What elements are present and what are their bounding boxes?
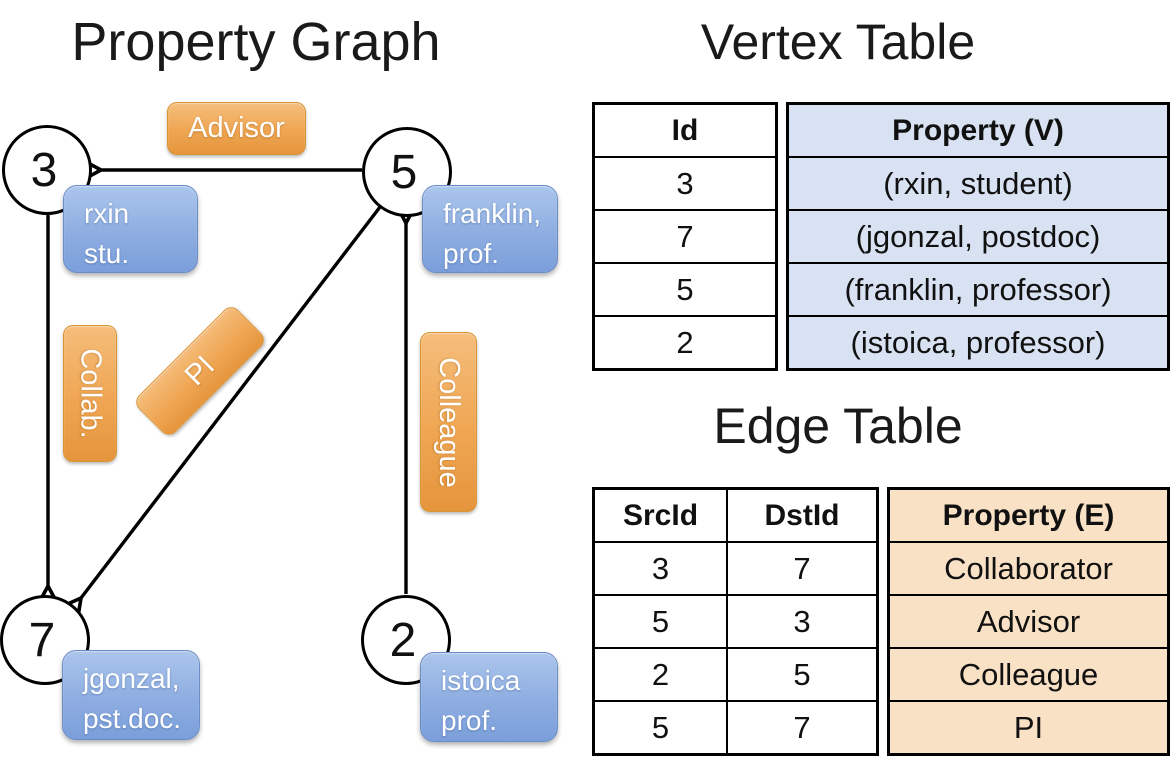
vertex-property-line: pst.doc.	[83, 702, 182, 734]
vertex-property-box-5: franklin, prof.	[422, 185, 558, 273]
table-cell: 5	[651, 603, 670, 639]
vertex-property-box-3: rxin stu.	[63, 185, 198, 273]
vertex-node-2: 2	[361, 595, 451, 685]
vertex-property-line: stu.	[84, 237, 130, 269]
table-cell: (franklin, professor)	[789, 262, 1167, 315]
table-cell: (jgonzal, postdoc)	[789, 209, 1167, 262]
edge-label-collab: Collab.	[63, 325, 117, 462]
vertex-id-label: 3	[30, 143, 58, 197]
vertex-property-line: rxin	[84, 198, 130, 229]
vertex-property-box-2: istoica prof.	[420, 652, 558, 742]
vertex-property-box-7: jgonzal, pst.doc.	[62, 650, 200, 740]
table-cell: 7	[726, 702, 876, 753]
vertex-id-label: 7	[28, 613, 56, 667]
table-cell: 5	[726, 649, 876, 700]
vertex-id-label: 5	[390, 145, 418, 199]
table-row: 5 3	[595, 594, 876, 647]
edge-table-property-header: Property (E)	[890, 490, 1167, 541]
edge-table-property-column: Property (E) Collaborator Advisor Collea…	[887, 487, 1170, 756]
table-row: 5 7	[595, 700, 876, 753]
table-cell: 5	[595, 262, 775, 315]
table-cell: Collaborator	[890, 541, 1167, 594]
edge-label-advisor: Advisor	[167, 102, 306, 155]
table-cell: 2	[651, 656, 670, 692]
vertex-property-line: prof.	[443, 237, 500, 269]
vertex-property-line: prof.	[441, 704, 498, 736]
edge-label-text: Colleague	[433, 356, 466, 488]
edge-table-title: Edge Table	[713, 398, 963, 454]
table-cell: 3	[651, 550, 670, 586]
table-cell: PI	[890, 700, 1167, 753]
table-row: 2 5	[595, 647, 876, 700]
edge-label-text: Collab.	[74, 348, 107, 439]
vertex-table-id-header: Id	[671, 113, 699, 147]
edge-label-text: PI	[178, 349, 221, 392]
table-cell: 2	[595, 315, 775, 368]
table-cell: 3	[595, 156, 775, 209]
table-cell: 7	[726, 543, 876, 594]
vertex-id-label: 2	[389, 613, 417, 667]
table-cell: (rxin, student)	[789, 156, 1167, 209]
table-cell: (istoica, professor)	[789, 315, 1167, 368]
vertex-property-line: jgonzal,	[83, 663, 180, 694]
vertex-property-line: istoica	[441, 665, 521, 696]
table-row: SrcId DstId	[595, 490, 876, 541]
edge-table-src-dst-columns: SrcId DstId 3 7 5 3 2 5 5 7	[592, 487, 879, 756]
property-graph-title: Property Graph	[71, 12, 441, 72]
table-row: 3 7	[595, 541, 876, 594]
graph-edges-layer	[37, 159, 417, 618]
vertex-property-line: franklin,	[443, 198, 542, 229]
edge-table-dstid-header: DstId	[726, 490, 876, 541]
table-cell: 3	[726, 596, 876, 647]
edge-pi-arrow	[63, 205, 382, 618]
table-cell: 5	[651, 709, 670, 745]
table-cell: Colleague	[890, 647, 1167, 700]
vertex-table-property-header: Property (V)	[789, 105, 1167, 156]
vertex-table-title: Vertex Table	[700, 14, 976, 70]
table-cell: Advisor	[890, 594, 1167, 647]
vertex-table-id-column: Id 3 7 5 2	[592, 102, 778, 371]
edge-table-srcid-header: SrcId	[622, 498, 699, 532]
table-cell: 7	[595, 209, 775, 262]
vertex-table-property-column: Property (V) (rxin, student) (jgonzal, p…	[786, 102, 1170, 371]
edge-label-colleague: Colleague	[420, 332, 477, 512]
edge-label-text: Advisor	[188, 112, 285, 144]
